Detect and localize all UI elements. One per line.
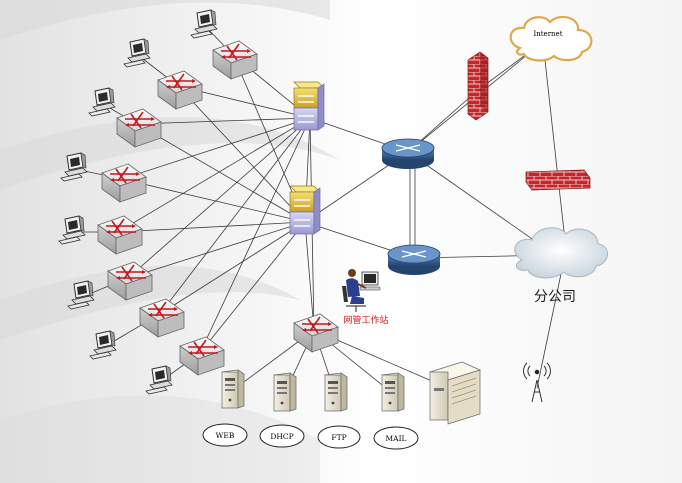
- firewall-icon: [525, 169, 591, 191]
- server-tower-icon: [324, 372, 348, 412]
- router-icon: [381, 138, 435, 170]
- branch-office-label: 分公司: [534, 289, 576, 305]
- server-tower-icon: [273, 372, 297, 412]
- wireless-antenna-icon: [523, 362, 551, 403]
- core-switch-icon: [289, 185, 321, 235]
- ftp-server-label: FTP: [331, 433, 346, 442]
- storage-cabinet-icon: [429, 361, 481, 425]
- firewall-icon: [467, 51, 489, 121]
- internet-cloud-icon: [509, 15, 593, 62]
- nms-workstation-label: 网管工作站: [343, 314, 388, 326]
- web-server-label-oval: [202, 423, 248, 447]
- core-switch-icon: [293, 81, 325, 131]
- mail-server-label-oval: [373, 426, 419, 450]
- web-server-label: WEB: [216, 431, 235, 440]
- ftp-server-label-oval: [317, 425, 361, 449]
- server-tower-icon: [381, 372, 405, 412]
- branch-cloud-icon: [514, 227, 608, 279]
- mail-server-label: MAIL: [385, 434, 406, 443]
- server-tower-icon: [221, 369, 245, 409]
- dhcp-server-label: DHCP: [270, 432, 293, 441]
- dhcp-server-label-oval: [259, 424, 305, 448]
- operator-workstation-icon: [342, 269, 381, 312]
- internet-label: Internet: [533, 30, 562, 38]
- router-icon: [387, 244, 441, 276]
